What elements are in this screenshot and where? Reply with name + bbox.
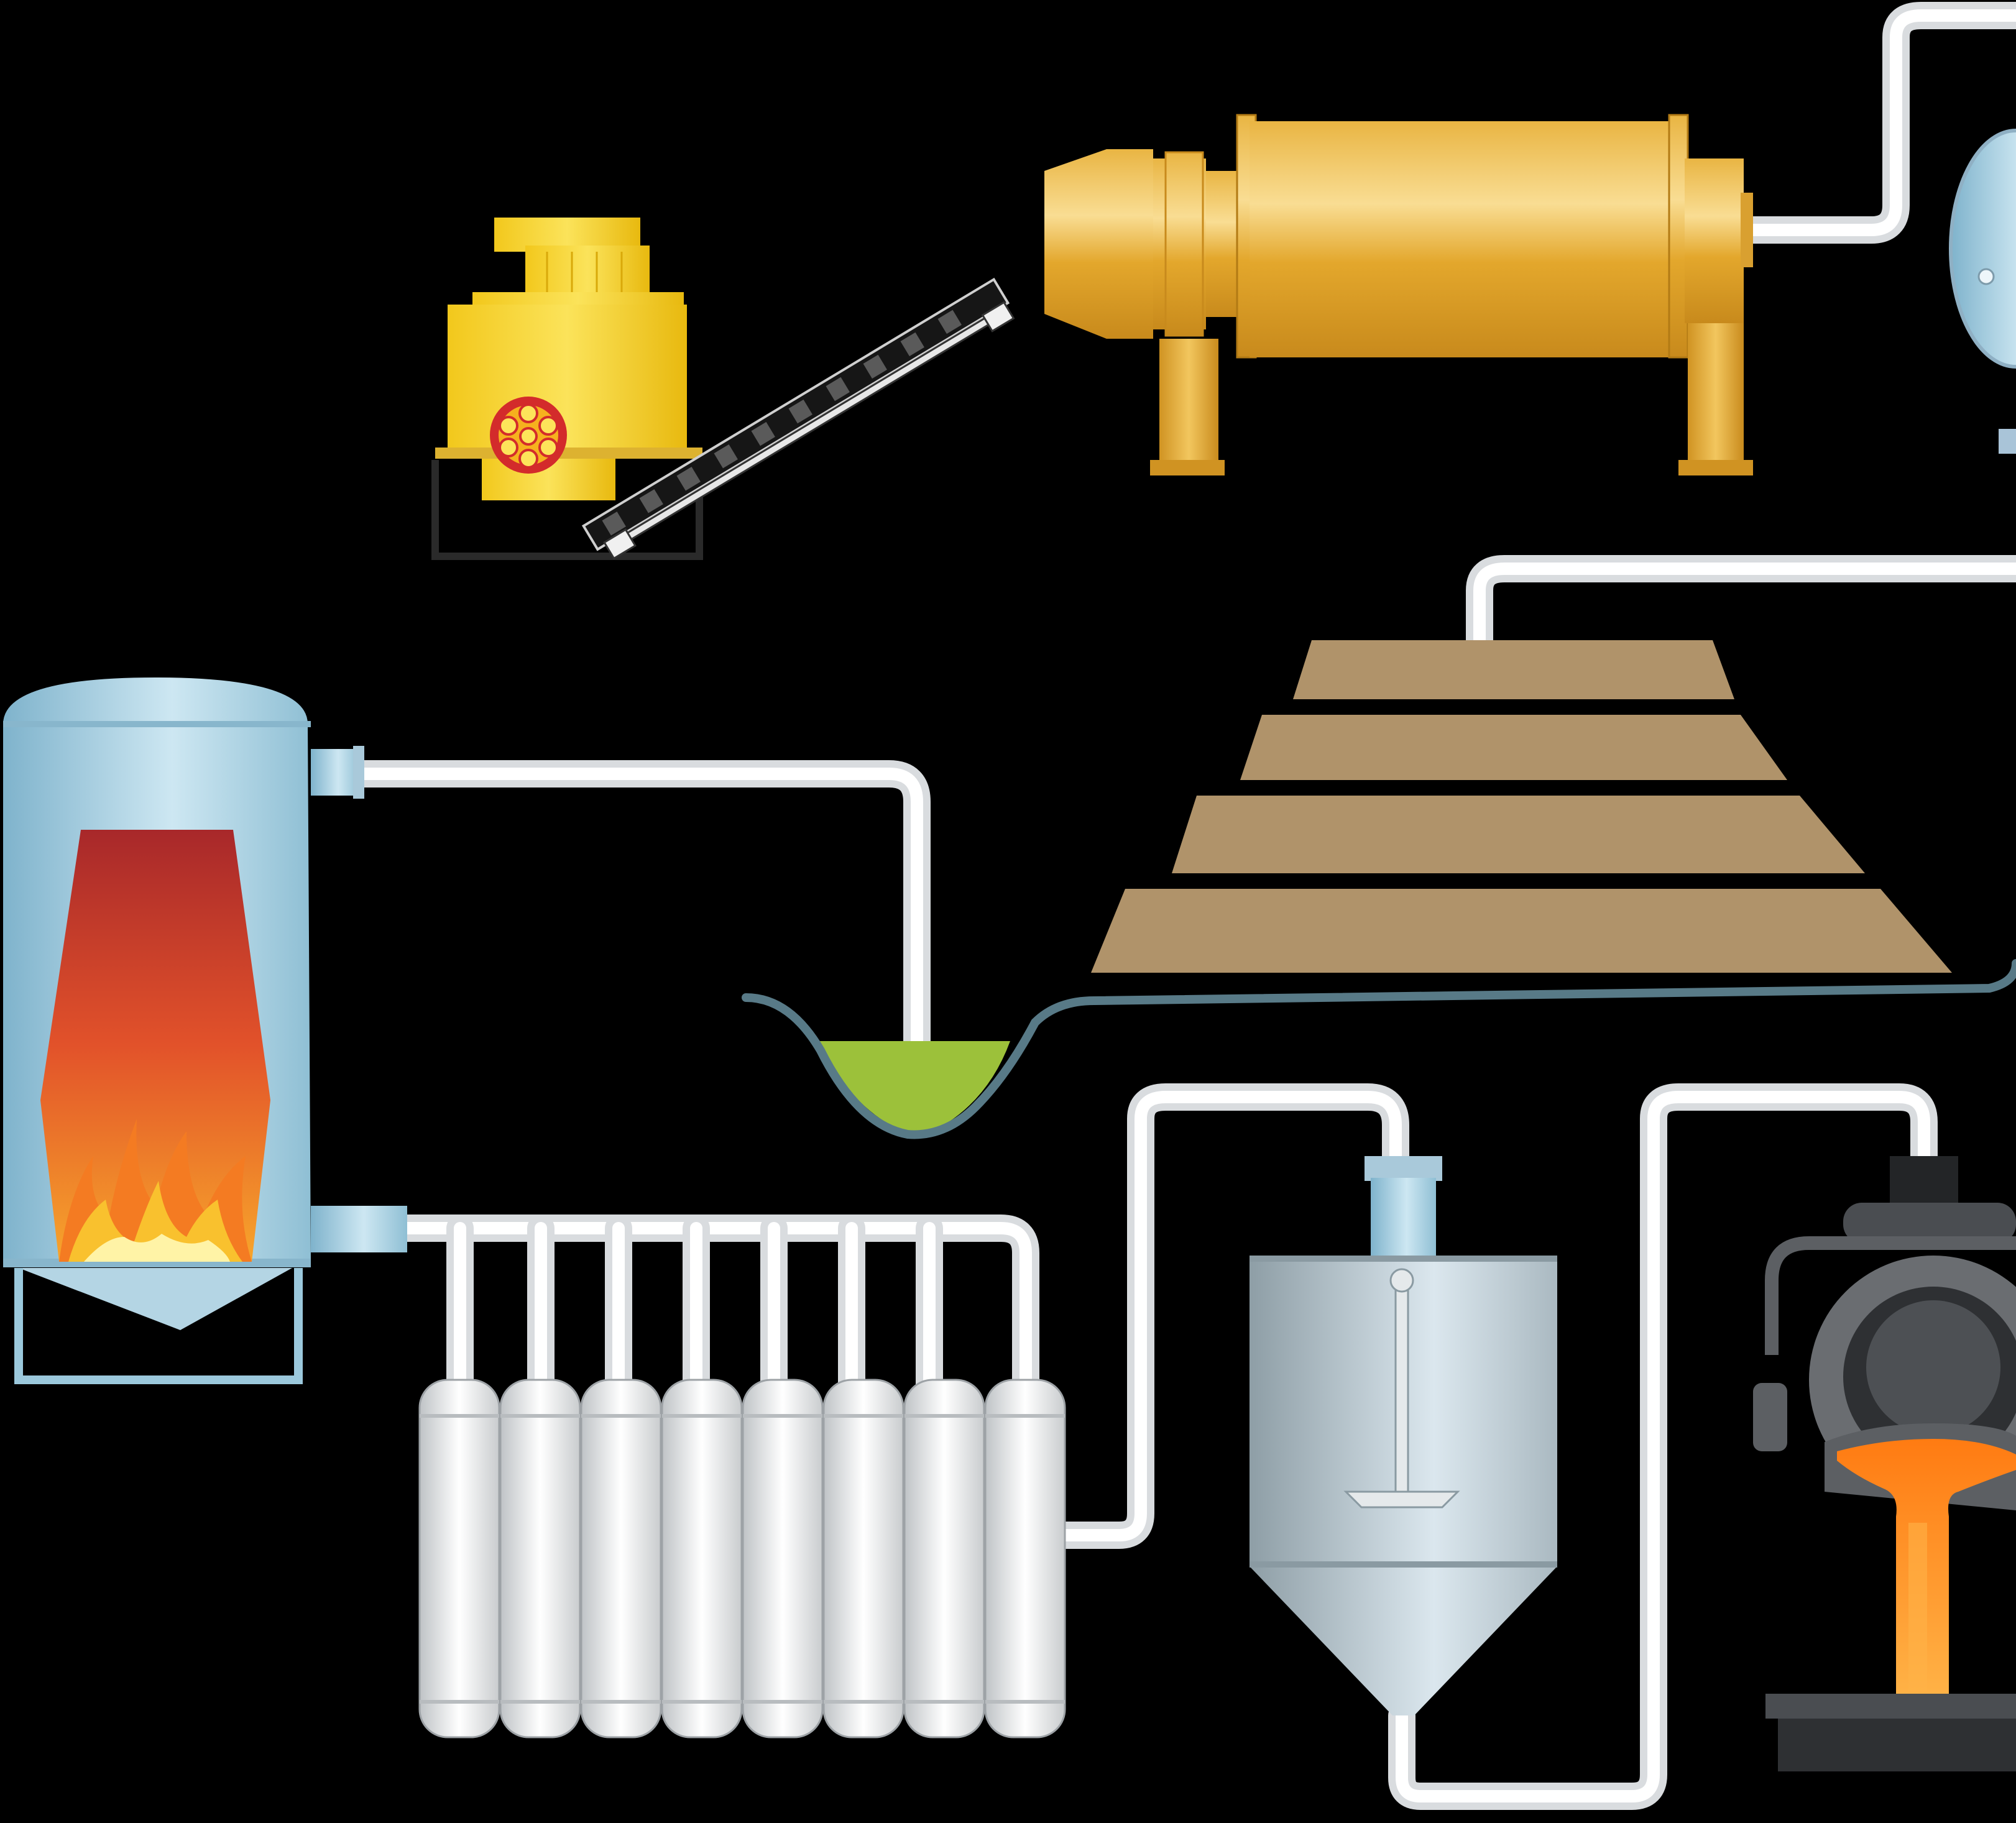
column <box>903 1379 985 1738</box>
smelting-ladle-icon <box>1753 1156 2016 1771</box>
agitator-shaft <box>1394 1273 1409 1499</box>
heap-leach-pad-icon <box>1091 640 1952 973</box>
column <box>661 1379 743 1738</box>
column <box>742 1379 824 1738</box>
ball-mill-icon <box>1044 114 1753 475</box>
furnace-icon <box>3 677 407 1384</box>
manifold-drops <box>446 1215 943 1406</box>
electrowinning-tank-icon <box>1250 1156 1557 1715</box>
adsorption-columns-icon <box>418 1379 1066 1738</box>
agitator-blade-icon <box>1343 1490 1460 1508</box>
cyclone-separator-icon <box>1949 129 2016 454</box>
column <box>418 1379 500 1738</box>
column <box>499 1379 581 1738</box>
column <box>580 1379 662 1738</box>
solution-pond-icon <box>742 959 2016 1139</box>
column <box>984 1379 1066 1738</box>
inclined-conveyor-icon <box>581 277 1015 560</box>
pipe-network <box>347 2 2016 1810</box>
column <box>822 1379 904 1738</box>
cone-crusher-icon <box>431 218 703 560</box>
